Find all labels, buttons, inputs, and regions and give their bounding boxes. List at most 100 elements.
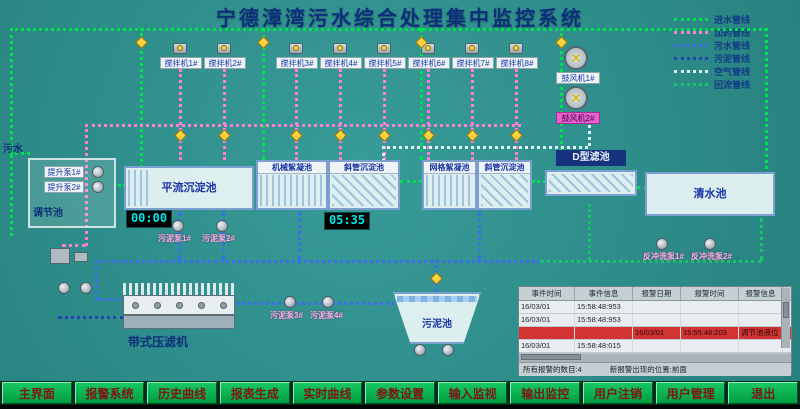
menu-user-logout[interactable]: 用户注销 [583,382,653,404]
pipe-segment [140,28,143,168]
tank-clear-water: 清水池 [645,172,775,216]
alarm-table-header: 事件时间 事件信息 报警日期 报警时间 报警信息 [519,287,791,301]
sludge-pump-2-icon[interactable] [216,220,228,232]
pipe-segment [223,69,226,160]
motor-icon [173,43,187,54]
pipe-segment [62,244,86,247]
tank-sludge: 污泥池 [393,292,481,344]
alarm-vscrollbar[interactable] [781,288,790,348]
dosing-device [74,252,88,262]
page-title: 宁德漳湾污水综合处理集中监控系统 [216,8,584,30]
legend-item: 污泥管线 [674,52,792,65]
valve-icon[interactable] [135,36,148,49]
pipe-segment [179,69,182,160]
alarm-position: 新报警出现的位置:前面 [609,365,687,374]
alarm-row[interactable]: 16/03/01 15:58:48:953 [519,301,791,314]
pipe-segment [10,152,30,155]
pipe-segment [383,69,386,160]
sludge-tank-pump-icon[interactable] [442,344,454,356]
mixer-4[interactable]: 搅拌机4# [320,57,362,69]
tank-inclined-tube-2: 斜管沉淀池 [477,160,532,210]
sludge-pump-1-icon[interactable] [172,220,184,232]
alarm-hscrollbar[interactable] [519,354,791,363]
valve-icon[interactable] [290,129,303,142]
feed-pump-icon[interactable] [58,282,70,294]
lift-pump-2-icon[interactable] [92,181,104,193]
backwash-pump-2-icon[interactable] [704,238,716,250]
menu-input-monitor[interactable]: 输入监视 [437,382,508,404]
menu-user-management[interactable]: 用户管理 [655,382,726,404]
pipe-segment [540,260,762,263]
pipe-segment [382,146,385,162]
valve-icon[interactable] [174,129,187,142]
valve-icon[interactable] [510,129,523,142]
menu-history-curve[interactable]: 历史曲线 [147,382,217,404]
pipe-segment [588,112,591,146]
pipe-segment [118,184,126,187]
valve-icon[interactable] [218,129,231,142]
pipe-segment [58,316,124,319]
valve-icon[interactable] [555,36,568,49]
sludge-pump-3-label: 污泥泵3# [270,311,303,320]
valve-icon[interactable] [257,36,270,49]
legend-line-sludge [674,57,708,60]
motor-icon [465,43,479,54]
menu-output-monitor[interactable]: 输出监控 [510,382,581,404]
pipe-segment [222,212,225,260]
pipe-segment [760,218,763,260]
belt-press-label: 带式压滤机 [128,335,189,349]
belt-press-comb [123,283,235,295]
alarm-row-active[interactable]: 16/03/01 15:55:48:203 调节池液位 [519,327,791,340]
menu-exit[interactable]: 退出 [728,382,799,404]
blower-1-icon[interactable] [564,46,588,70]
valve-icon[interactable] [466,129,479,142]
belt-press-base [123,315,235,329]
pipe-segment [10,28,13,236]
sludge-tank-pump-icon[interactable] [414,344,426,356]
valve-icon[interactable] [378,129,391,142]
tank-horizontal-sedimentation: 平流沉淀池 [124,166,254,210]
valve-icon[interactable] [430,272,443,285]
legend-item: 回流管线 [674,78,792,91]
menu-parameter-settings[interactable]: 参数设置 [365,382,435,404]
alarm-row[interactable]: 16/03/01 15:58:48:953 [519,314,791,327]
feed-pump-icon[interactable] [80,282,92,294]
legend-item: 空气管线 [674,65,792,78]
mixer-5[interactable]: 搅拌机5# [364,57,406,69]
legend-item: 加药管线 [674,26,792,39]
pipe-segment [95,298,125,301]
valve-icon[interactable] [422,129,435,142]
mixer-2[interactable]: 搅拌机2# [204,57,246,69]
mixer-1[interactable]: 搅拌机1# [160,57,202,69]
mixer-8[interactable]: 搅拌机8# [496,57,538,69]
inlet-label: 污水 [3,144,23,155]
motor-icon [509,43,523,54]
pipe-segment [471,69,474,160]
menu-alarm-system[interactable]: 报警系统 [74,382,145,404]
mixer-7[interactable]: 搅拌机7# [452,57,494,69]
menu-main[interactable]: 主界面 [2,382,72,404]
sludge-pump-2-label: 污泥泵2# [202,234,235,243]
pipe-segment [765,28,768,175]
mixer-6[interactable]: 搅拌机6# [408,57,450,69]
pipe-segment [515,69,518,160]
pipe-segment [262,28,265,160]
timer-2: 05:35 [324,212,370,230]
legend-line-inlet [674,18,708,21]
motor-icon [217,43,231,54]
tank-grid-flocculation: 网格絮凝池 [422,160,477,210]
valve-icon[interactable] [334,129,347,142]
tank-mechanical-flocculation: 机械絮凝池 [256,160,328,210]
sludge-pump-3-icon[interactable] [284,296,296,308]
legend-item: 进水管线 [674,13,792,26]
lift-pump-1-icon[interactable] [92,166,104,178]
alarm-table: 事件时间 事件信息 报警日期 报警时间 报警信息 16/03/01 15:58:… [518,286,792,376]
blower-2-icon[interactable] [564,86,588,110]
mixer-3[interactable]: 搅拌机3# [276,57,318,69]
alarm-row[interactable]: 16/03/01 15:58:48:015 [519,340,791,353]
sludge-pump-4-icon[interactable] [322,296,334,308]
pipe-legend: 进水管线 加药管线 污水管线 污泥管线 空气管线 回流管线 [674,13,792,91]
backwash-pump-1-icon[interactable] [656,238,668,250]
menu-realtime-curve[interactable]: 实时曲线 [292,382,363,404]
menu-report-generate[interactable]: 报表生成 [219,382,290,404]
